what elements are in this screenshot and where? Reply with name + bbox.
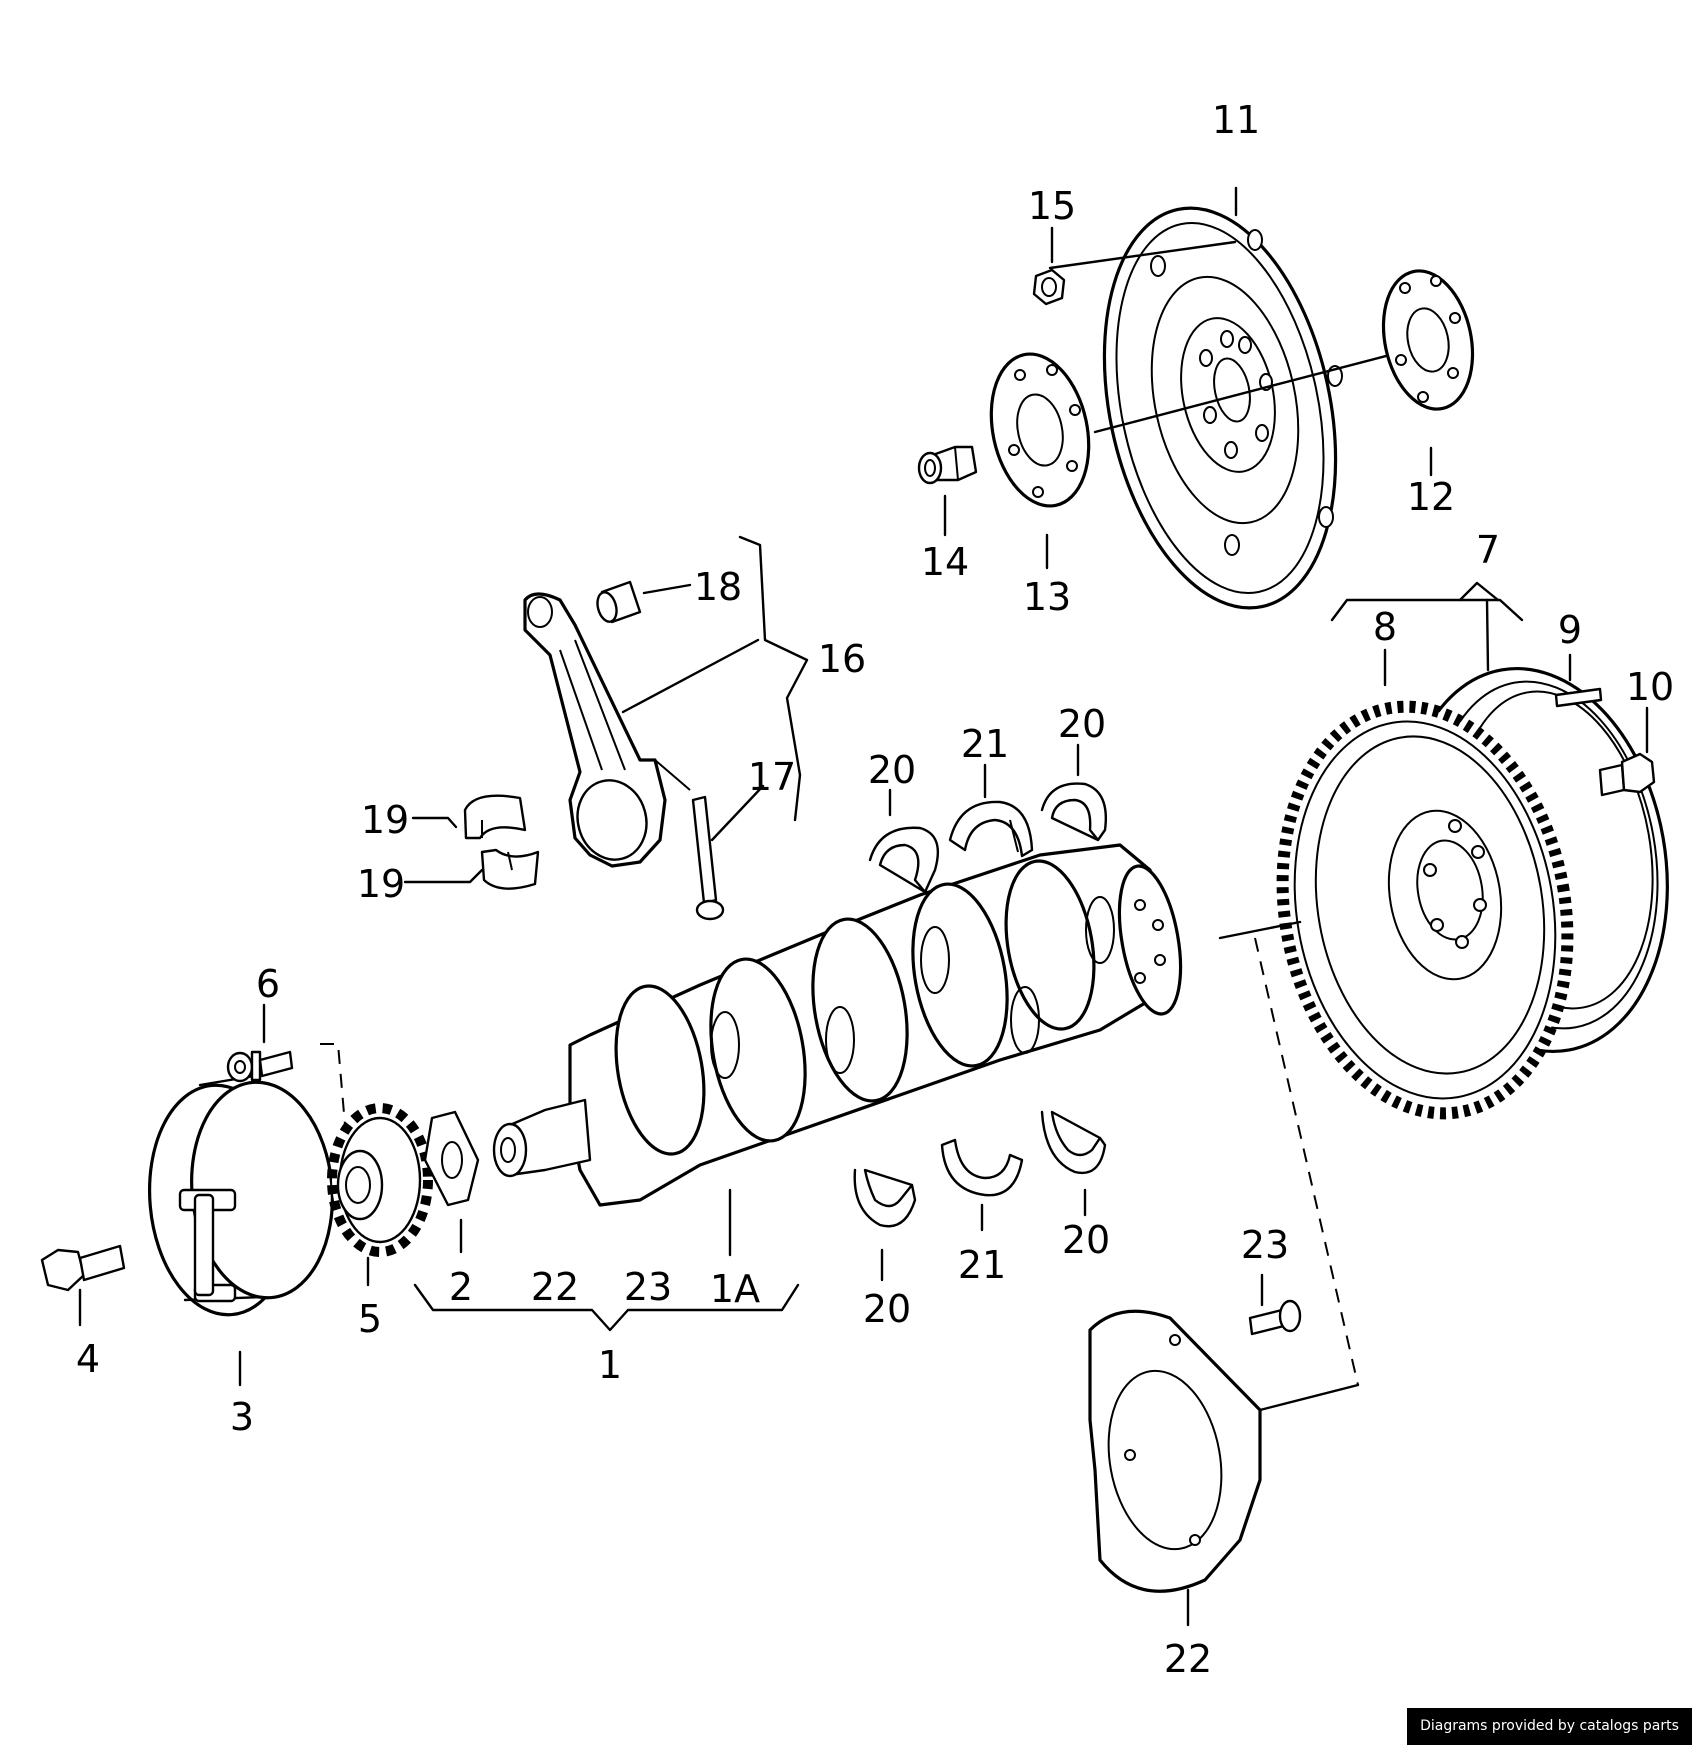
callout-15: 15 bbox=[1028, 184, 1076, 228]
callout-17: 17 bbox=[748, 755, 796, 799]
ring-gear-part-8 bbox=[1276, 700, 1574, 1120]
bolt-washer-part-6 bbox=[226, 1050, 294, 1083]
thrust-washer-part-20-d bbox=[1040, 1110, 1107, 1175]
callout-21-b: 21 bbox=[958, 1243, 1006, 1287]
callout-19-upper: 19 bbox=[361, 798, 409, 842]
bolt-part-23 bbox=[1248, 1299, 1302, 1336]
callout-20-b: 20 bbox=[1058, 702, 1106, 746]
callout-4: 4 bbox=[76, 1337, 100, 1381]
thrust-washer-part-20-c bbox=[853, 1168, 917, 1228]
callout-12: 12 bbox=[1407, 475, 1455, 519]
callout-16: 16 bbox=[818, 637, 866, 681]
callout-2: 2 bbox=[449, 1265, 473, 1309]
callout-10: 10 bbox=[1626, 665, 1674, 709]
main-bearing-part-21-b bbox=[940, 1138, 1024, 1197]
bushing-part-14 bbox=[917, 445, 978, 485]
callout-14: 14 bbox=[921, 540, 969, 584]
callout-11: 11 bbox=[1212, 98, 1260, 142]
washer-part-13 bbox=[989, 352, 1091, 508]
callout-labels: 11 15 12 13 14 18 16 17 19 19 7 8 9 10 2… bbox=[76, 98, 1674, 1681]
bolt-part-17 bbox=[691, 795, 725, 921]
callout-1A: 1A bbox=[710, 1267, 760, 1311]
callout-5: 5 bbox=[358, 1297, 382, 1341]
callout-20-a: 20 bbox=[868, 748, 916, 792]
crankshaft-part-1a bbox=[492, 843, 1183, 1207]
dowel-pin-part-9 bbox=[1554, 687, 1603, 708]
bolt-part-10 bbox=[1598, 752, 1656, 797]
callout-22-a: 22 bbox=[531, 1265, 579, 1309]
callout-18: 18 bbox=[694, 565, 742, 609]
callout-22-b: 22 bbox=[1164, 1637, 1212, 1681]
washer-part-12 bbox=[1381, 269, 1475, 411]
nut-part-15 bbox=[1032, 268, 1066, 306]
leader-lines bbox=[78, 186, 1649, 1627]
counterweight-part-22 bbox=[1088, 1309, 1262, 1593]
main-bearing-part-21-a bbox=[948, 800, 1034, 858]
callout-9: 9 bbox=[1558, 608, 1582, 652]
connecting-rod-part-16 bbox=[523, 592, 691, 868]
bearing-shell-part-19-lower bbox=[480, 848, 540, 890]
callout-19-lower: 19 bbox=[357, 862, 405, 906]
callout-8: 8 bbox=[1373, 605, 1397, 649]
callout-6: 6 bbox=[256, 962, 280, 1006]
callout-7: 7 bbox=[1476, 528, 1500, 572]
callout-20-d: 20 bbox=[1062, 1218, 1110, 1262]
bolt-part-4 bbox=[40, 1244, 126, 1292]
callout-13: 13 bbox=[1023, 575, 1071, 619]
drive-plate-part-11 bbox=[1048, 206, 1430, 610]
thrust-washer-part-20-a bbox=[868, 826, 940, 894]
key-washer-part-2 bbox=[423, 1110, 480, 1207]
bush-part-18 bbox=[596, 580, 642, 624]
pulley-part-3 bbox=[147, 1073, 334, 1317]
callout-1: 1 bbox=[598, 1343, 622, 1387]
credit-banner: Diagrams provided by catalogs parts bbox=[1407, 1708, 1692, 1745]
callout-21-a: 21 bbox=[961, 722, 1009, 766]
callout-23-a: 23 bbox=[624, 1265, 672, 1309]
sprocket-part-5 bbox=[327, 1103, 433, 1257]
callout-3: 3 bbox=[230, 1395, 254, 1439]
thrust-washer-part-20-b bbox=[1040, 782, 1107, 842]
callout-20-c: 20 bbox=[863, 1287, 911, 1331]
callout-23-b: 23 bbox=[1241, 1223, 1289, 1267]
bearing-shell-part-19-upper bbox=[463, 794, 527, 840]
